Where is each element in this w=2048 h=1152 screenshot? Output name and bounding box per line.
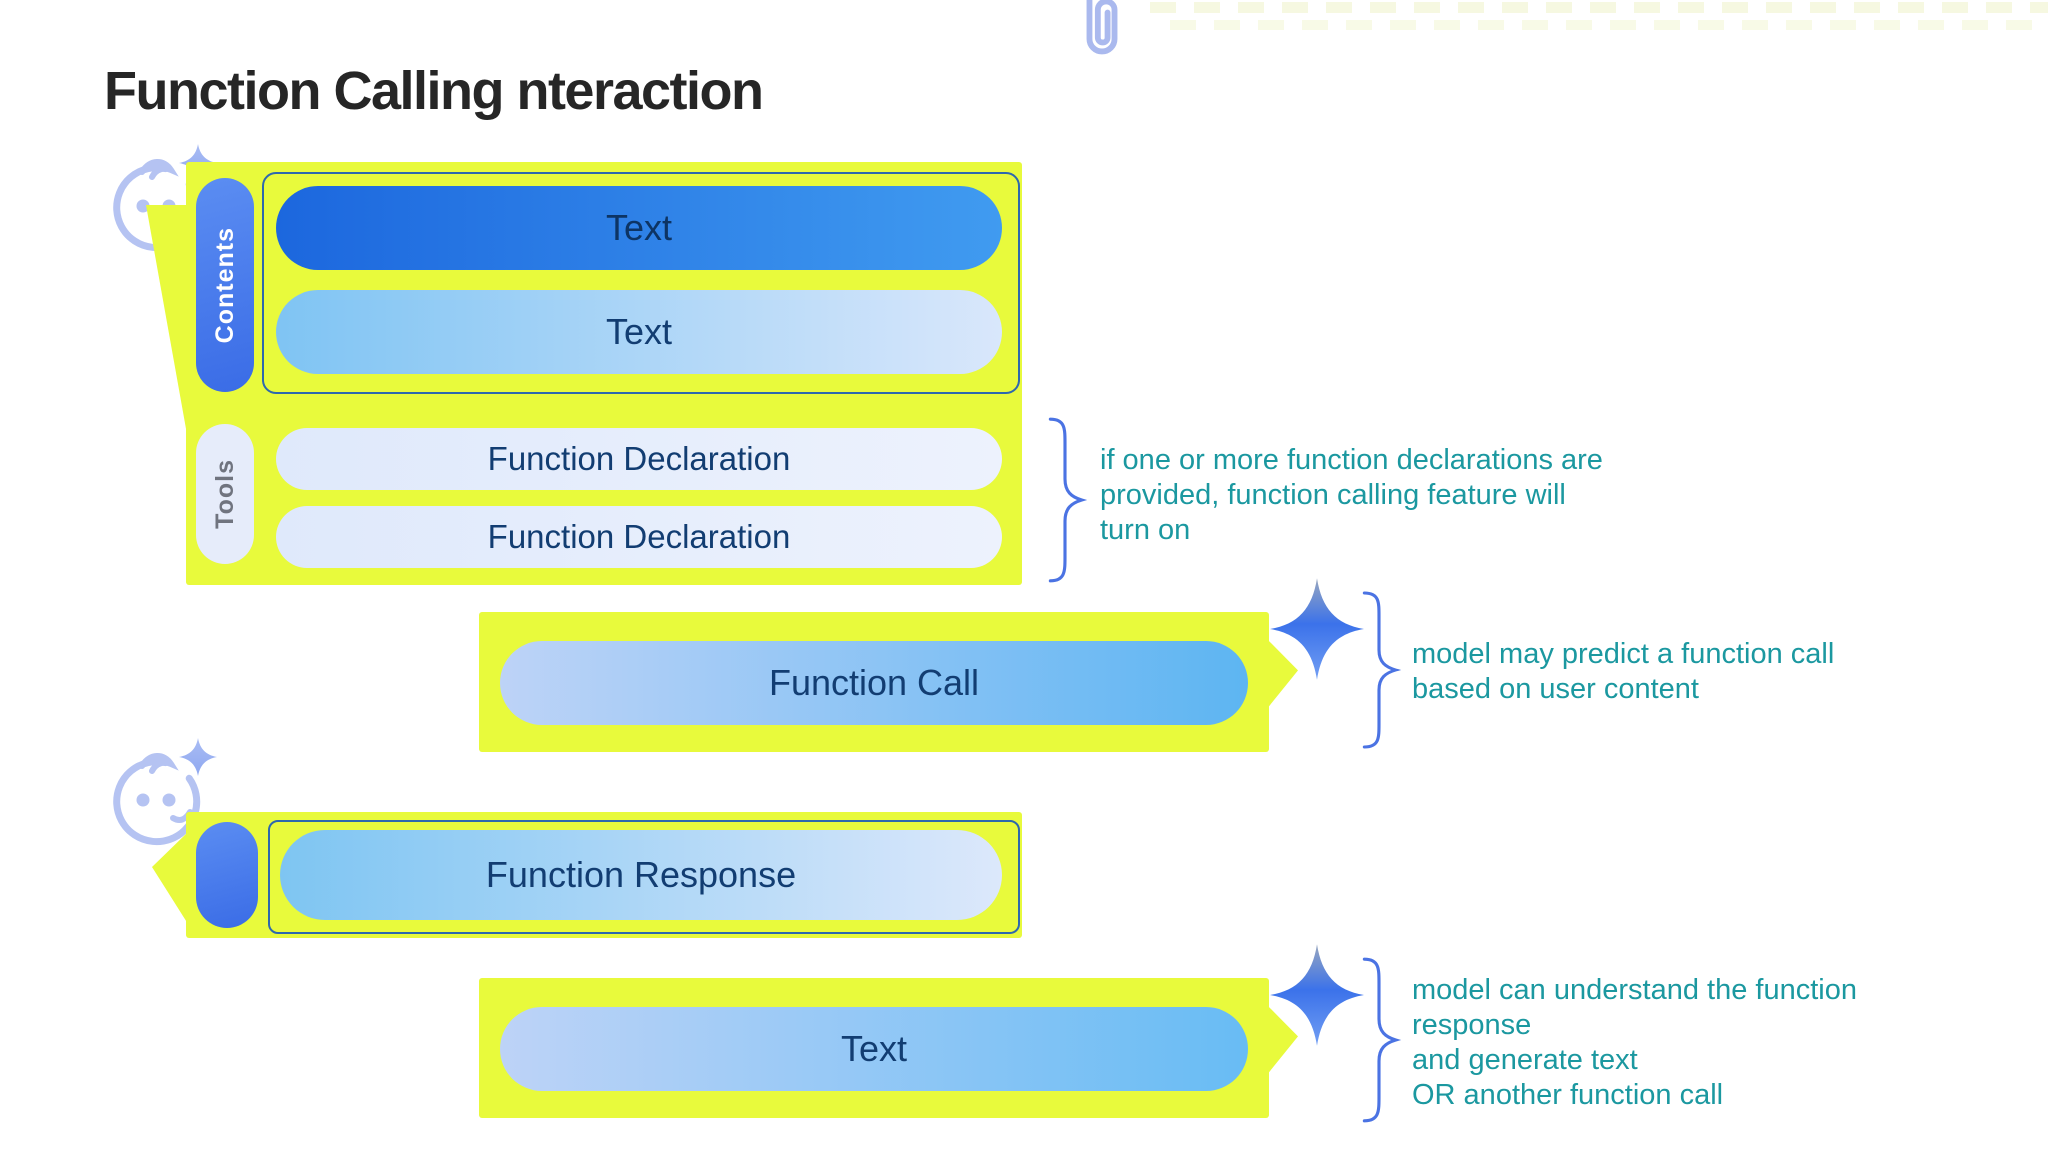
text-part-pill-2: Text xyxy=(276,290,1002,374)
user-role-capsule xyxy=(196,822,258,928)
text-part-pill-1: Text xyxy=(276,186,1002,270)
function-response-container xyxy=(268,820,1020,934)
contents-label: Contents xyxy=(210,226,239,344)
model-sparkle-icon xyxy=(1270,578,1364,680)
function-declaration-label-2: Function Declaration xyxy=(487,518,791,555)
annotation-model-text: model can understand the function respon… xyxy=(1412,973,1857,1113)
function-response-label: Function Response xyxy=(485,854,797,895)
contents-role-pill: Contents xyxy=(196,178,254,392)
user-request-bubble-tail xyxy=(146,205,188,440)
model-text-label: Text xyxy=(840,1028,908,1069)
curly-brace-icon xyxy=(1362,591,1402,749)
page-title: Function Calling nteraction xyxy=(104,61,764,121)
tools-label: Tools xyxy=(210,459,239,529)
curly-brace-icon xyxy=(1362,957,1402,1123)
annotation-function-call: model may predict a function call based … xyxy=(1412,637,1834,707)
annotation-line: model can understand the function xyxy=(1412,974,1857,1006)
contents-container xyxy=(262,172,1020,394)
annotation-line: and generate text xyxy=(1412,1044,1638,1076)
tools-role-pill: Tools xyxy=(196,424,254,564)
annotation-line: provided, function calling feature will xyxy=(1100,479,1566,511)
annotation-line: turn on xyxy=(1100,514,1191,546)
function-response-pill: Function Response xyxy=(280,830,1002,920)
model-sparkle-icon xyxy=(1270,944,1364,1046)
paperclip-icon xyxy=(1086,0,1118,55)
function-call-label: Function Call xyxy=(768,662,980,703)
function-call-pill: Function Call xyxy=(500,641,1248,725)
function-declaration-pill-1: Function Declaration xyxy=(276,428,1002,490)
curly-brace-icon xyxy=(1048,417,1088,583)
annotation-line: based on user content xyxy=(1412,673,1699,705)
function-declaration-label-1: Function Declaration xyxy=(487,440,791,477)
model-text-pill: Text xyxy=(500,1007,1248,1091)
annotation-line: OR another function call xyxy=(1412,1079,1724,1111)
text-part-label-1: Text xyxy=(605,207,673,248)
function-declaration-pill-2: Function Declaration xyxy=(276,506,1002,568)
annotation-line: response xyxy=(1412,1009,1532,1041)
annotation-line: model may predict a function call xyxy=(1412,638,1835,670)
decorative-top-pattern xyxy=(1150,0,2048,34)
annotation-line: if one or more function declarations are xyxy=(1100,444,1603,476)
annotation-function-declarations: if one or more function declarations are… xyxy=(1100,443,1603,548)
text-part-label-2: Text xyxy=(605,311,673,352)
